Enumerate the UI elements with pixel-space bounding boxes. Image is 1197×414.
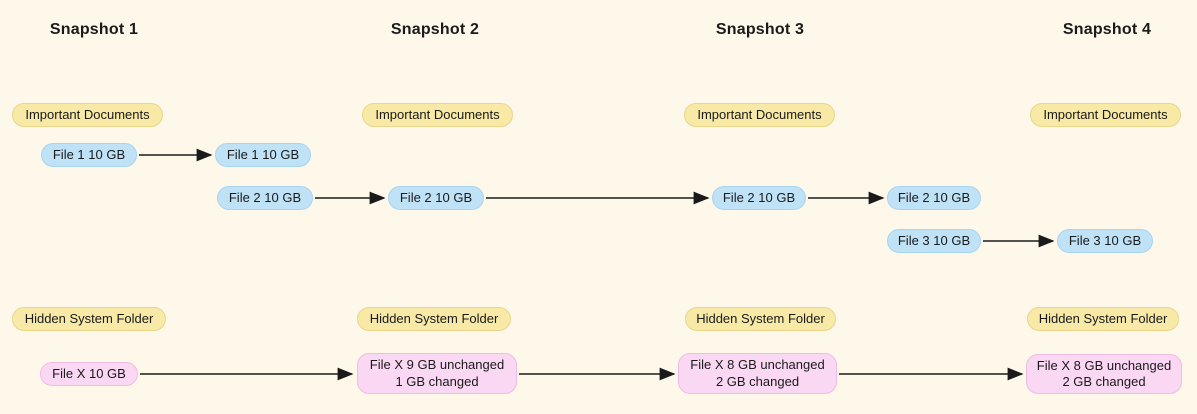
node-label: 2 GB changed (715, 373, 800, 389)
title-snapshot-3: Snapshot 3 (715, 21, 805, 38)
node-label: File 2 10 GB (897, 189, 971, 205)
title-snapshot-1: Snapshot 1 (49, 21, 139, 38)
folder-hidden-system-s3: Hidden System Folder (685, 307, 836, 331)
folder-important-documents-s4: Important Documents (1030, 103, 1181, 127)
folder-hidden-system-s2: Hidden System Folder (357, 307, 511, 331)
file3-snapshot3: File 3 10 GB (887, 229, 981, 253)
folder-hidden-system-s4: Hidden System Folder (1027, 307, 1179, 331)
node-label: 2 GB changed (1062, 374, 1146, 389)
title-snapshot-2: Snapshot 2 (390, 21, 480, 38)
file2-snapshot2: File 2 10 GB (388, 186, 484, 210)
file2-snapshot1: File 2 10 GB (217, 186, 313, 210)
node-label: File 3 10 GB (1068, 232, 1142, 248)
node-label: Hidden System Folder (24, 310, 154, 326)
node-label: File X 10 GB (52, 365, 126, 381)
file1-snapshot2: File 1 10 GB (215, 143, 311, 167)
title-snapshot-4: Snapshot 4 (1062, 21, 1152, 38)
node-label: File X 8 GB unchanged (1036, 357, 1172, 373)
folder-important-documents-s1: Important Documents (12, 103, 163, 127)
node-label: File 1 10 GB (52, 146, 126, 162)
file2-snapshot3: File 2 10 GB (712, 186, 806, 210)
node-label: Important Documents (375, 106, 500, 122)
node-label: File 2 10 GB (228, 189, 302, 205)
node-label: File 3 10 GB (897, 232, 971, 248)
node-label: Hidden System Folder (1038, 310, 1168, 326)
node-label: File X 9 GB unchanged (369, 357, 505, 372)
file3-snapshot4: File 3 10 GB (1057, 229, 1153, 253)
node-label: 1 GB changed (395, 373, 479, 389)
folder-important-documents-s3: Important Documents (684, 103, 835, 127)
node-label: Hidden System Folder (369, 310, 499, 326)
node-label: Important Documents (25, 106, 150, 122)
node-label: File 2 10 GB (722, 189, 796, 205)
filex-snapshot1: File X 10 GB (40, 362, 138, 386)
folder-hidden-system-s1: Hidden System Folder (12, 307, 166, 331)
folder-important-documents-s2: Important Documents (362, 103, 513, 127)
node-label: Important Documents (1043, 106, 1168, 122)
node-label: File 1 10 GB (226, 146, 300, 162)
node-label: File 2 10 GB (399, 189, 473, 205)
file2-snapshot4: File 2 10 GB (887, 186, 981, 210)
node-label: Important Documents (697, 106, 822, 122)
node-label: Hidden System Folder (696, 310, 825, 326)
file1-snapshot1: File 1 10 GB (41, 143, 137, 167)
node-label: File X 8 GB unchanged (690, 357, 825, 372)
